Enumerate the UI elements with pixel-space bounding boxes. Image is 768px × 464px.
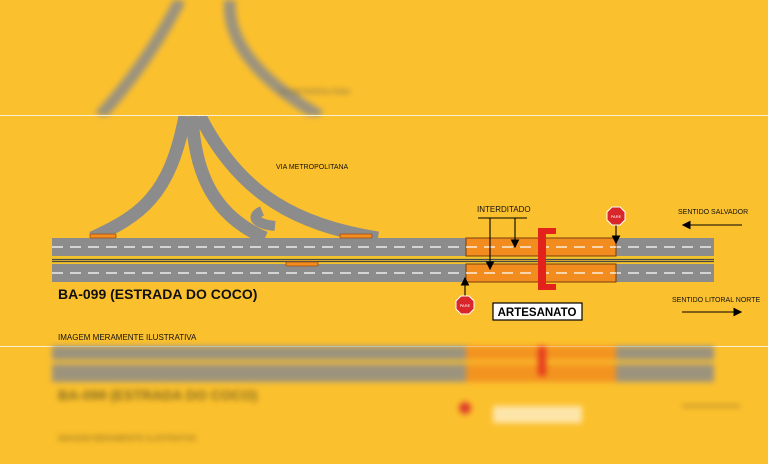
divider-top [0, 115, 768, 116]
structure-pillar [538, 230, 546, 288]
artesanato-box [492, 302, 583, 321]
artesanato-label: ARTESANATO [498, 307, 577, 319]
blurred-disclaimer: IMAGEM MERAMENTE ILUSTRATIVA [58, 434, 197, 443]
blurred-via-label: VIA METROPOLITANA [278, 89, 351, 96]
merge-markers [89, 233, 373, 267]
closed-section [465, 228, 617, 290]
ramp-middle [185, 116, 268, 244]
structure-bottom-arm [538, 284, 556, 290]
access-ramps [89, 116, 379, 245]
ramp-loop [250, 206, 276, 231]
route-title: BA-099 (ESTRADA DO COCO) [58, 286, 257, 302]
sentido-salvador-label: SENTIDO SALVADOR [678, 209, 748, 216]
interditado-label: INTERDITADO [477, 205, 531, 214]
blurred-bottom-strip: BA-099 (ESTRADA DO COCO) IMAGEM MERAMENT… [52, 346, 740, 443]
main-diagram: INTERDITADO PARE PARE ARTESANATO VIA MET… [52, 116, 760, 342]
stop-sign-icon [606, 206, 626, 226]
marker-left [89, 233, 117, 239]
ramp-left [89, 116, 192, 244]
svg-text:PARE: PARE [611, 214, 622, 219]
marker-right [339, 233, 373, 239]
sentido-litoral-norte-label: SENTIDO LITORAL NORTE [672, 297, 760, 304]
blurred-route-title: BA-099 (ESTRADA DO COCO) [58, 387, 257, 403]
stop-sign-icon [455, 295, 475, 315]
blurred-top-strip: VIA METROPOLITANA [95, 0, 351, 116]
disclaimer-text: IMAGEM MERAMENTE ILUSTRATIVA [58, 333, 197, 342]
stop-sign-lower: PARE [455, 276, 475, 315]
via-metropolitana-label: VIA METROPOLITANA [276, 164, 349, 171]
stop-sign-upper: PARE [606, 206, 626, 245]
structure-top-arm [538, 228, 556, 234]
svg-text:PARE: PARE [460, 303, 471, 308]
marker-median [285, 261, 319, 267]
ramp-right [194, 116, 379, 245]
